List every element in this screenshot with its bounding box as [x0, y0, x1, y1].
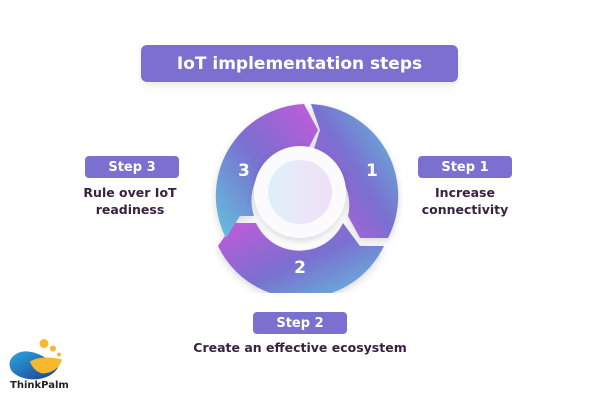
step-2-description-line1: Create an effective ecosystem: [193, 340, 407, 355]
step-1-description-line2: connectivity: [421, 202, 509, 217]
logo-text: ThinkPalm: [10, 380, 69, 391]
cycle-diagram: 3 1 2: [215, 104, 399, 293]
step-3-badge: Step 3: [85, 156, 179, 178]
step-3-number: 3: [238, 161, 250, 181]
step-3-description-line2: readiness: [95, 202, 165, 217]
step-1-description: Increase connectivity: [400, 184, 530, 218]
segment-2: [218, 223, 384, 293]
step-1-number: 1: [366, 161, 378, 181]
step-2-number: 2: [294, 258, 306, 278]
step-3-description-line1: Rule over IoT: [83, 185, 177, 200]
step-2-description: Create an effective ecosystem: [150, 339, 450, 356]
step-3-description: Rule over IoT readiness: [60, 184, 200, 218]
step-1-description-line1: Increase: [435, 185, 495, 200]
segment-3: [215, 104, 318, 238]
step-2-badge: Step 2: [253, 312, 347, 334]
thinkpalm-logo-icon: [9, 339, 62, 380]
step-1-badge: Step 1: [418, 156, 512, 178]
diagram-title: IoT implementation steps: [141, 45, 458, 82]
segment-1: [311, 104, 399, 238]
